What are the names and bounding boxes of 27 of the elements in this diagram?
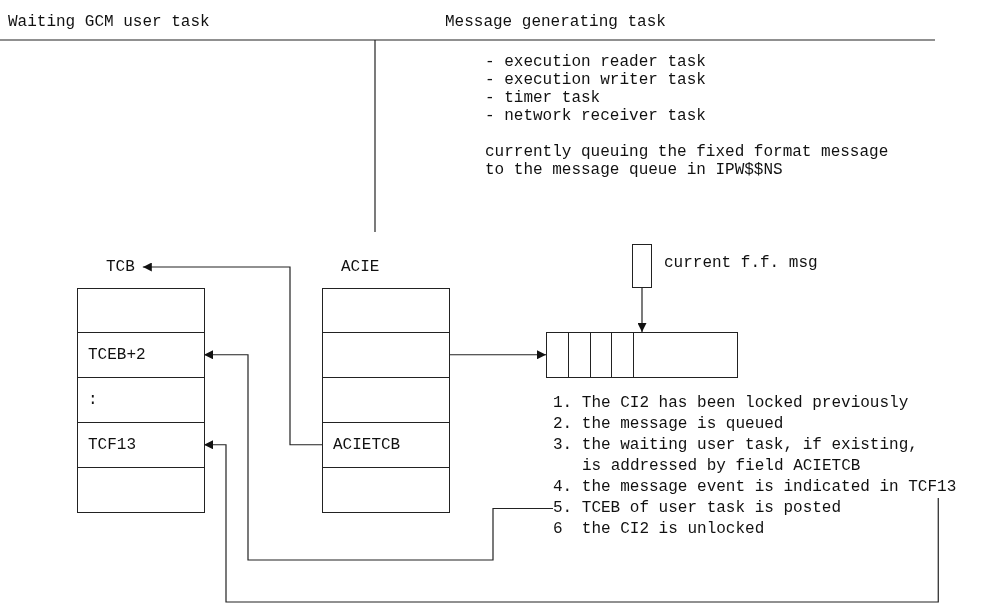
arrow [203, 350, 554, 561]
note-text: 3. the waiting user task, if existing, is addressed by field ACIETCB [553, 435, 919, 477]
column-heading: Waiting GCM user task [8, 13, 210, 31]
note-text: - execution reader task [485, 53, 706, 71]
note-text: - timer task [485, 89, 601, 107]
field-name: TCF13 [87, 436, 136, 455]
message-box [632, 244, 652, 288]
note-text: 4. the message event is indicated in TCF13 [553, 477, 957, 498]
message-queue-bar [546, 332, 738, 378]
field-name: TCEB+2 [87, 346, 146, 365]
note-text: 1. The CI2 has been locked previously [553, 393, 909, 414]
note-text: 6 the CI2 is unlocked [553, 519, 765, 540]
arrow [142, 262, 324, 446]
field-name: : [87, 391, 98, 410]
arrow [448, 350, 547, 360]
note-text: 2. the message is queued [553, 414, 784, 435]
note-text: currently queuing the fixed format message to the message queue in IPW$$NS [485, 143, 890, 179]
table-title: ACIE [341, 258, 380, 276]
box-caption: current f.f. msg [664, 254, 818, 272]
field-name: ACIETCB [332, 436, 401, 455]
note-text: - execution writer task [485, 71, 706, 89]
note-text: - network receiver task [485, 107, 706, 125]
arrow [637, 287, 647, 333]
note-text: 5. TCEB of user task is posted [553, 498, 842, 519]
table-title: TCB [106, 258, 135, 276]
arrow [203, 440, 939, 603]
column-heading: Message generating task [445, 13, 666, 31]
